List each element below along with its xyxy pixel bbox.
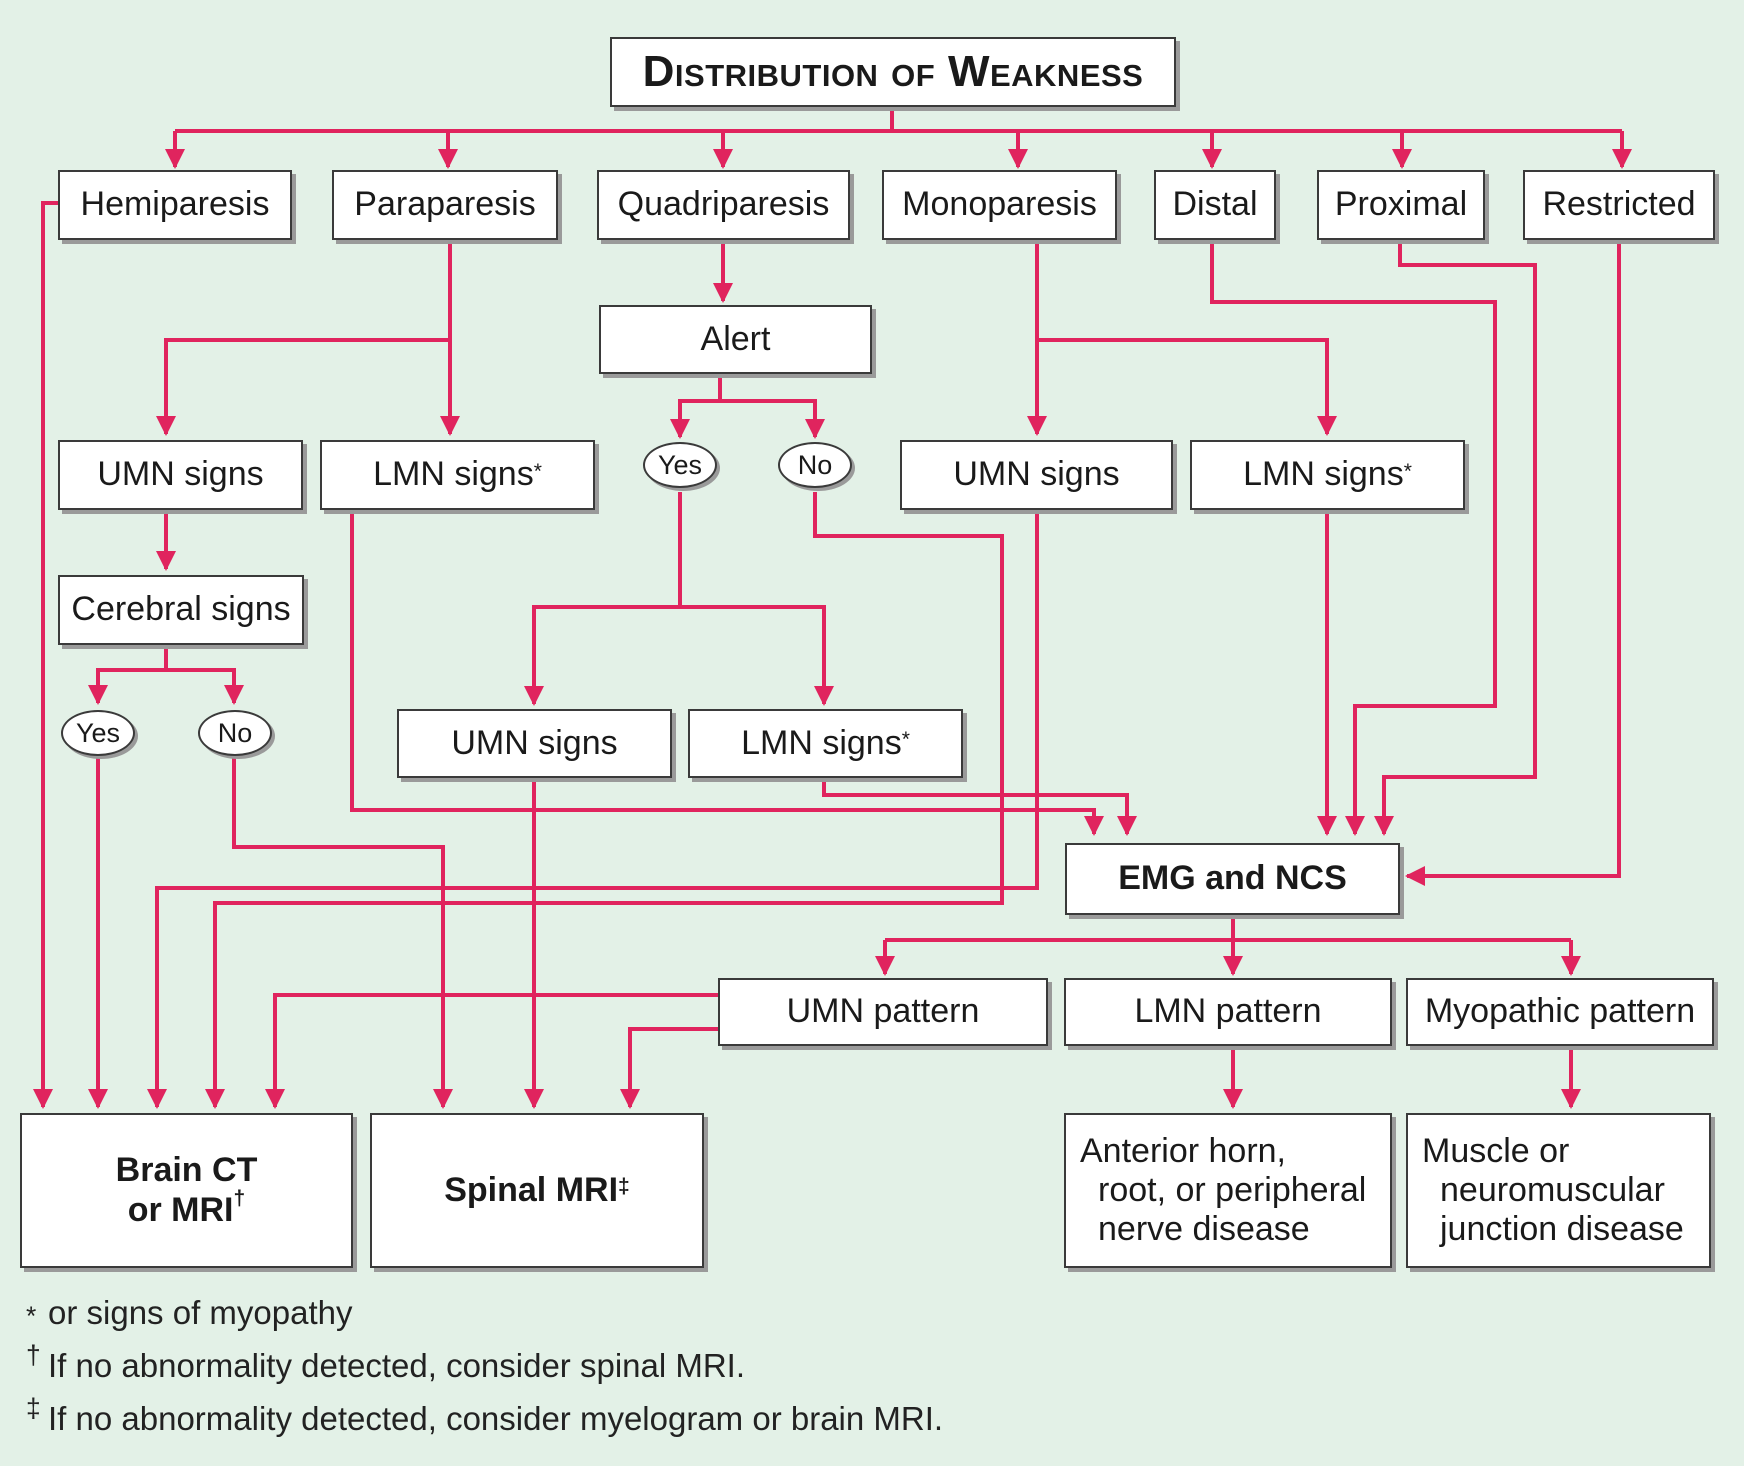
lmn-signs-mono-box: LMN signs* [1190,440,1465,510]
umn-signs-label: UMN signs [451,723,618,762]
proximal-box: Proximal [1317,170,1485,240]
double-dagger-symbol: ‡ [26,1393,41,1423]
restricted-label: Restricted [1542,185,1696,224]
footnote-asterisk-text: or signs of myopathy [48,1293,353,1331]
myopathic-pattern-label: Myopathic pattern [1424,992,1696,1031]
monoparesis-label: Monoparesis [902,185,1097,224]
title-box: Distribution of Weakness [610,37,1176,107]
alert-yes-oval: Yes [643,442,717,488]
muscle-line1: Muscle or [1422,1131,1570,1170]
anterior-line2: root, or peripheral [1098,1170,1367,1209]
lmn-pattern-label: LMN pattern [1134,992,1322,1031]
umn-signs-label: UMN signs [97,455,264,494]
lmn-signs-label: LMN signs [741,723,902,762]
hemiparesis-box: Hemiparesis [58,170,292,240]
proximal-label: Proximal [1334,185,1468,224]
yes-label: Yes [657,449,703,480]
umn-signs-quad-box: UMN signs [397,709,672,778]
spinal-mri-box: Spinal MRI‡ [370,1113,704,1268]
umn-signs-mono-box: UMN signs [900,440,1173,510]
anterior-horn-box: Anterior horn, root, or peripheral nerve… [1064,1113,1392,1268]
cerebral-no-oval: No [198,710,272,756]
brain-ct-line1: Brain CT [115,1151,258,1190]
umn-pattern-box: UMN pattern [718,978,1048,1046]
emg-ncs-label: EMG and NCS [1118,859,1347,898]
alert-no-oval: No [778,442,852,488]
distal-label: Distal [1172,185,1258,224]
restricted-box: Restricted [1523,170,1715,240]
lmn-signs-label: LMN signs [373,455,534,494]
monoparesis-box: Monoparesis [882,170,1117,240]
footnote-double-dagger-text: If no abnormality detected, consider mye… [48,1399,944,1437]
muscle-line3: junction disease [1440,1210,1684,1249]
cerebral-yes-oval: Yes [61,710,135,756]
lmn-pattern-box: LMN pattern [1064,978,1392,1046]
footnote-double-dagger: ‡ If no abnormality detected, consider m… [26,1392,943,1445]
lmn-signs-quad-box: LMN signs* [688,709,963,778]
hemiparesis-label: Hemiparesis [80,185,270,224]
brain-ct-line2: or MRI [127,1190,234,1229]
footnotes: * or signs of myopathy † If no abnormali… [26,1286,943,1445]
alert-label: Alert [700,319,771,358]
quadriparesis-box: Quadriparesis [597,170,850,240]
footnote-asterisk: * or signs of myopathy [26,1286,943,1339]
cerebral-signs-box: Cerebral signs [58,575,304,645]
asterisk-symbol: * [26,1301,37,1331]
lmn-signs-para-box: LMN signs* [320,440,595,510]
emg-ncs-box: EMG and NCS [1065,843,1400,915]
myopathic-pattern-box: Myopathic pattern [1406,978,1714,1046]
muscle-line2: neuromuscular [1440,1170,1665,1209]
quadriparesis-label: Quadriparesis [617,185,830,224]
paraparesis-box: Paraparesis [332,170,558,240]
distal-box: Distal [1154,170,1276,240]
lmn-signs-label: LMN signs [1243,455,1404,494]
anterior-line1: Anterior horn, [1080,1131,1286,1170]
alert-box: Alert [599,305,872,374]
no-label: No [217,717,253,748]
umn-pattern-label: UMN pattern [786,992,980,1031]
umn-signs-para-box: UMN signs [58,440,303,510]
paraparesis-label: Paraparesis [354,185,536,224]
muscle-nmj-box: Muscle or neuromuscular junction disease [1406,1113,1711,1268]
anterior-line3: nerve disease [1098,1210,1310,1249]
no-label: No [797,449,833,480]
umn-signs-label: UMN signs [953,455,1120,494]
brain-ct-mri-box: Brain CT or MRI† [20,1113,353,1268]
dagger-symbol: † [26,1340,41,1370]
cerebral-signs-label: Cerebral signs [71,590,291,629]
dagger-mark: † [233,1187,246,1211]
spinal-mri-label: Spinal MRI [444,1170,619,1209]
diagram-title: Distribution of Weakness [642,46,1144,96]
footnote-dagger-text: If no abnormality detected, consider spi… [48,1346,746,1384]
footnote-dagger: † If no abnormality detected, consider s… [26,1339,943,1392]
yes-label: Yes [75,717,121,748]
